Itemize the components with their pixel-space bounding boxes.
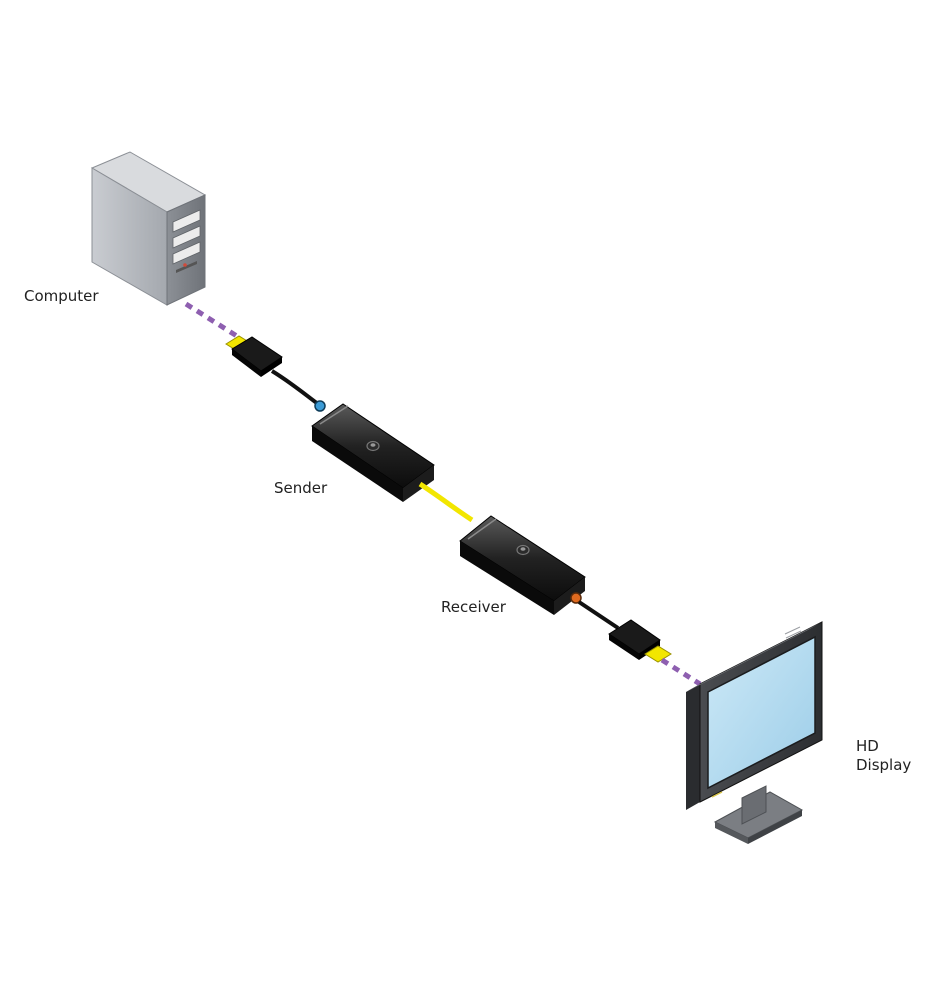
hd-display-label-line2: Display — [856, 756, 912, 774]
receiver-label: Receiver — [441, 598, 506, 616]
hdmi-cable-output — [577, 600, 620, 630]
fiber-cable — [418, 481, 474, 523]
sender-label: Sender — [274, 479, 328, 497]
hdmi-receiver-dongle-icon — [459, 515, 586, 615]
hd-monitor-icon — [686, 621, 823, 844]
hd-display-label-line1: HD — [856, 737, 879, 755]
dashed-link-display — [660, 657, 702, 687]
desktop-tower-icon — [90, 151, 207, 306]
hdmi-plug-input-icon — [225, 335, 283, 377]
hdmi-plug-output-icon — [608, 619, 672, 663]
power-led — [183, 263, 187, 267]
hdmi-cable-input — [270, 369, 320, 406]
hd-display-label: HD Display — [856, 737, 911, 775]
computer-label: Computer — [24, 287, 99, 305]
hdmi-sender-dongle-icon — [311, 403, 435, 502]
dashed-link-computer — [184, 301, 242, 341]
